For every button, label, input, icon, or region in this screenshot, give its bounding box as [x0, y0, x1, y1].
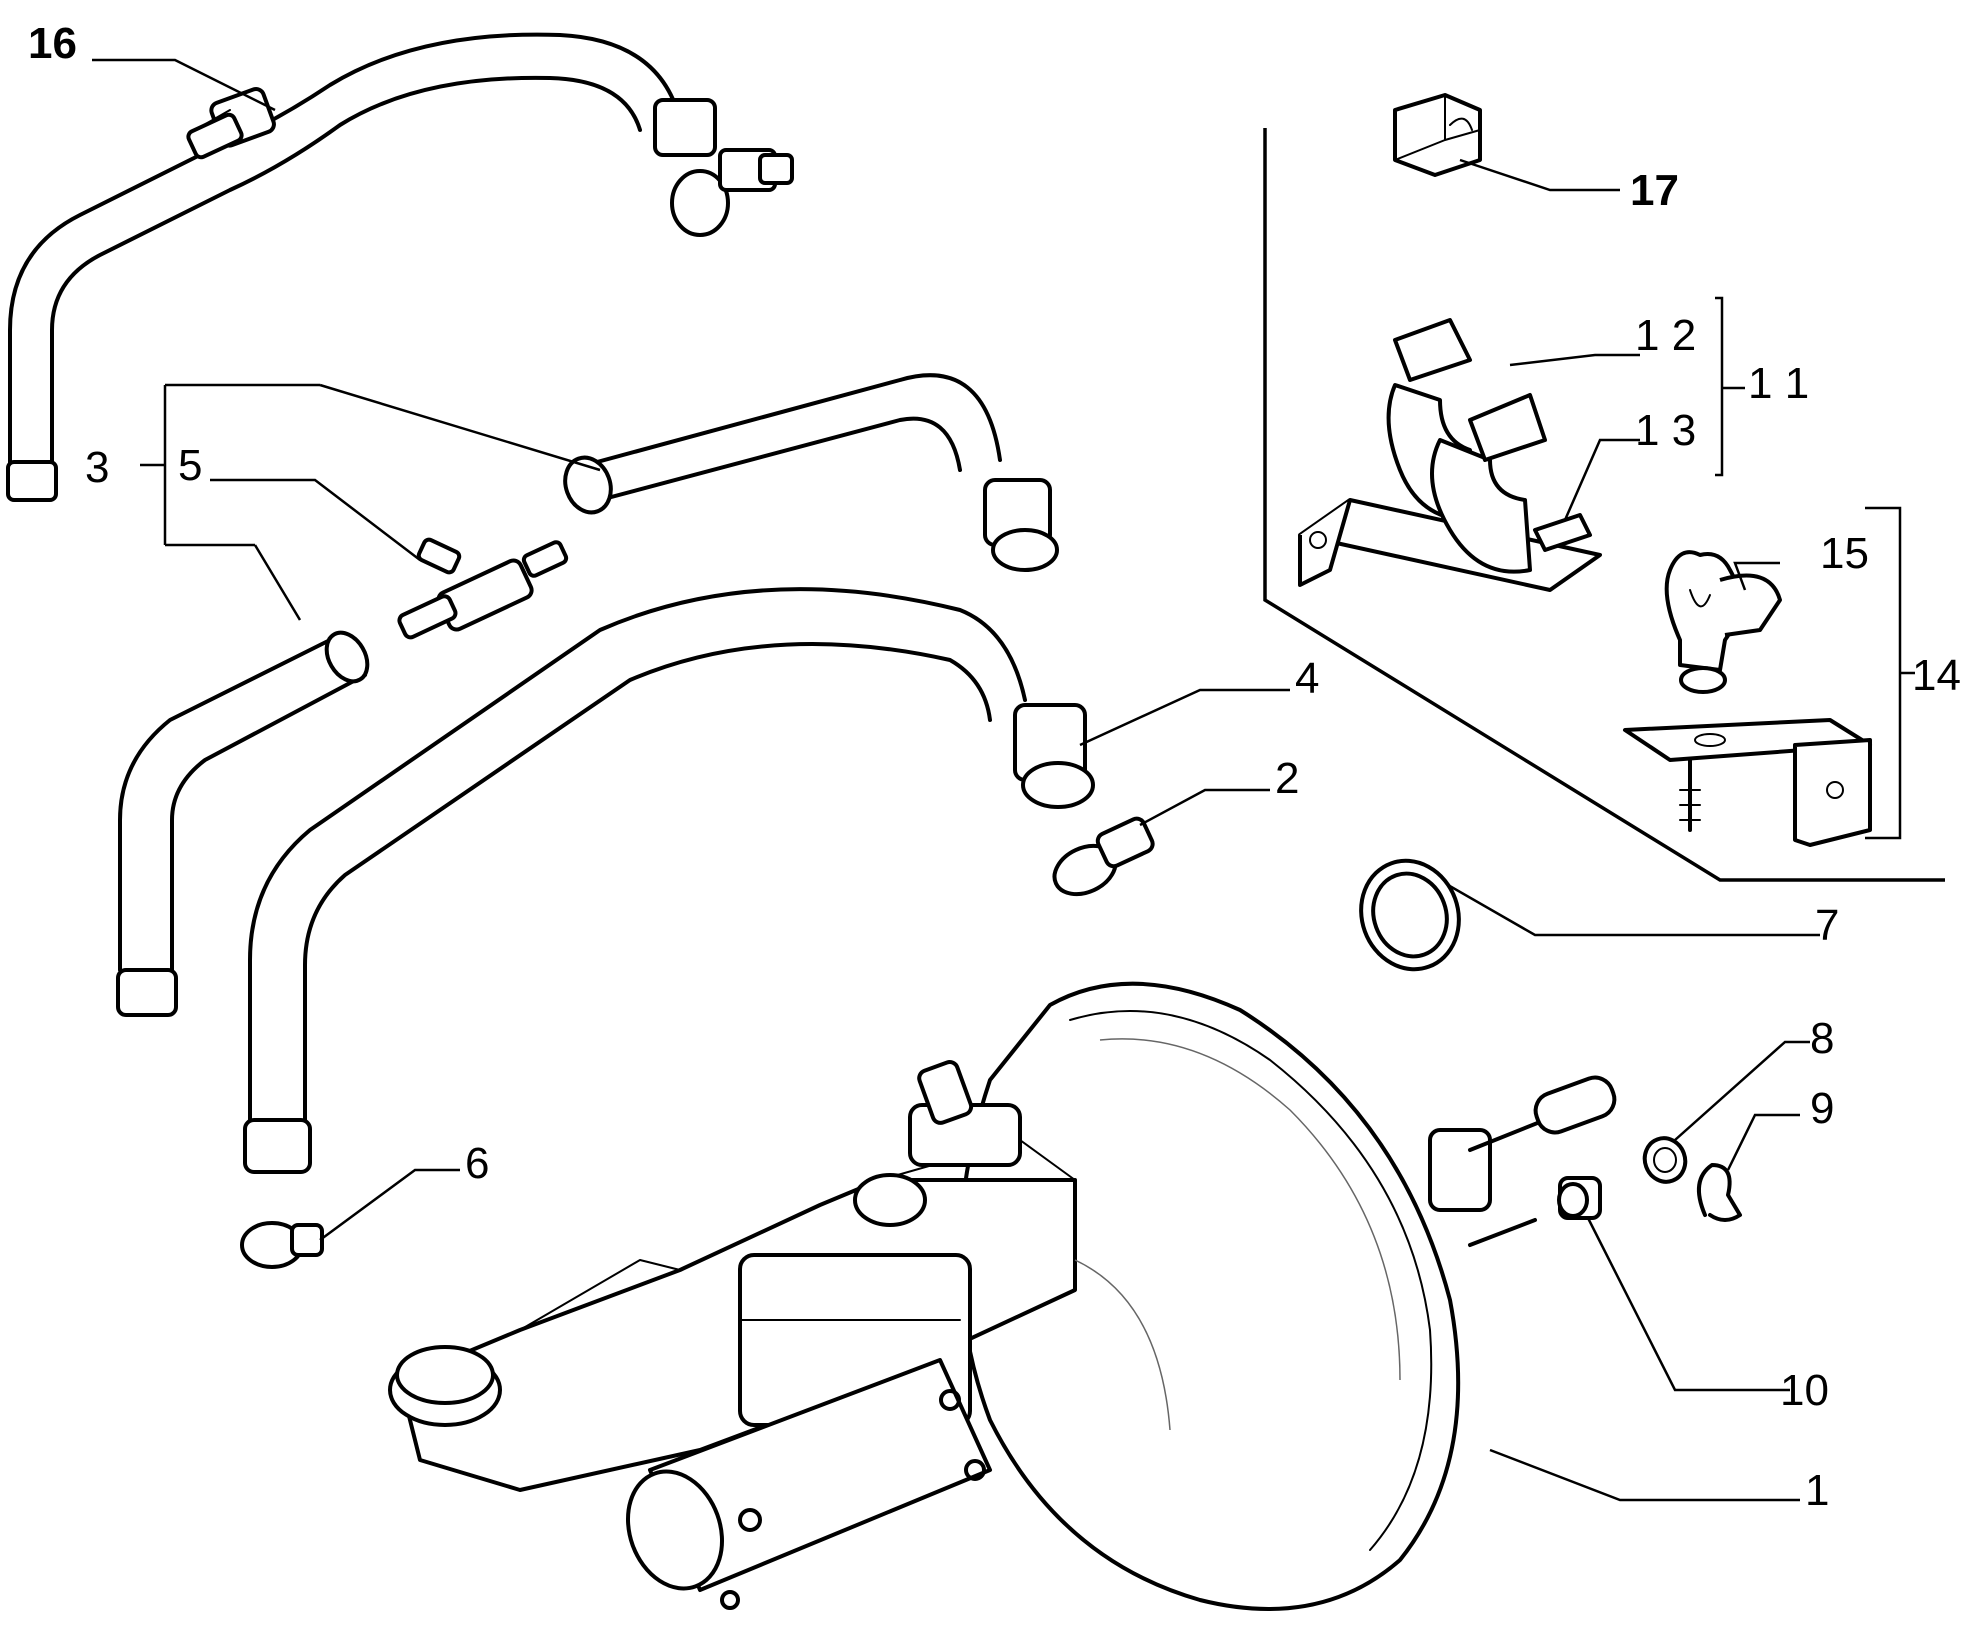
callout-7: 7 [1815, 901, 1839, 950]
t-connector-5[interactable] [397, 537, 569, 640]
callout-10: 10 [1780, 1366, 1829, 1415]
callout-3: 3 [85, 443, 109, 492]
callout-2: 2 [1275, 754, 1299, 803]
callout-17: 17 [1630, 166, 1679, 215]
callout-11: 1 1 [1748, 359, 1809, 408]
callout-8: 8 [1810, 1014, 1834, 1063]
washer-8[interactable] [1639, 1132, 1692, 1187]
clip-9[interactable] [1696, 1163, 1742, 1222]
vacuum-hose-3[interactable] [116, 373, 1059, 1017]
bracket-14-group [1865, 506, 1915, 840]
bracket-14[interactable] [1623, 550, 1872, 847]
clamp-bracket-11[interactable] [1298, 318, 1602, 592]
vacuum-hose-4[interactable] [243, 587, 1095, 1174]
callout-5: 5 [178, 441, 202, 490]
hose-clamp-2[interactable] [1047, 816, 1156, 903]
vacuum-hose-16[interactable] [6, 32, 794, 502]
bracket-11-group [1715, 296, 1745, 477]
bracket-3-group [140, 383, 320, 547]
callout-14: 14 [1912, 651, 1961, 700]
callout-16: 16 [28, 19, 77, 68]
leader-lines [92, 58, 1820, 1502]
callout-13: 1 3 [1635, 406, 1696, 455]
detail-frame [1263, 128, 1945, 882]
callout-15: 15 [1820, 529, 1869, 578]
callout-1: 1 [1805, 1466, 1829, 1515]
callout-6: 6 [465, 1139, 489, 1188]
callout-4: 4 [1295, 654, 1319, 703]
hose-clamp-6[interactable] [240, 1221, 324, 1269]
bushing-10[interactable] [1557, 1176, 1602, 1220]
o-ring-7[interactable] [1346, 847, 1474, 983]
clip-17[interactable] [1393, 93, 1482, 177]
callout-9: 9 [1810, 1084, 1834, 1133]
brake-booster-1[interactable] [388, 981, 1619, 1611]
callout-12: 1 2 [1635, 311, 1696, 360]
